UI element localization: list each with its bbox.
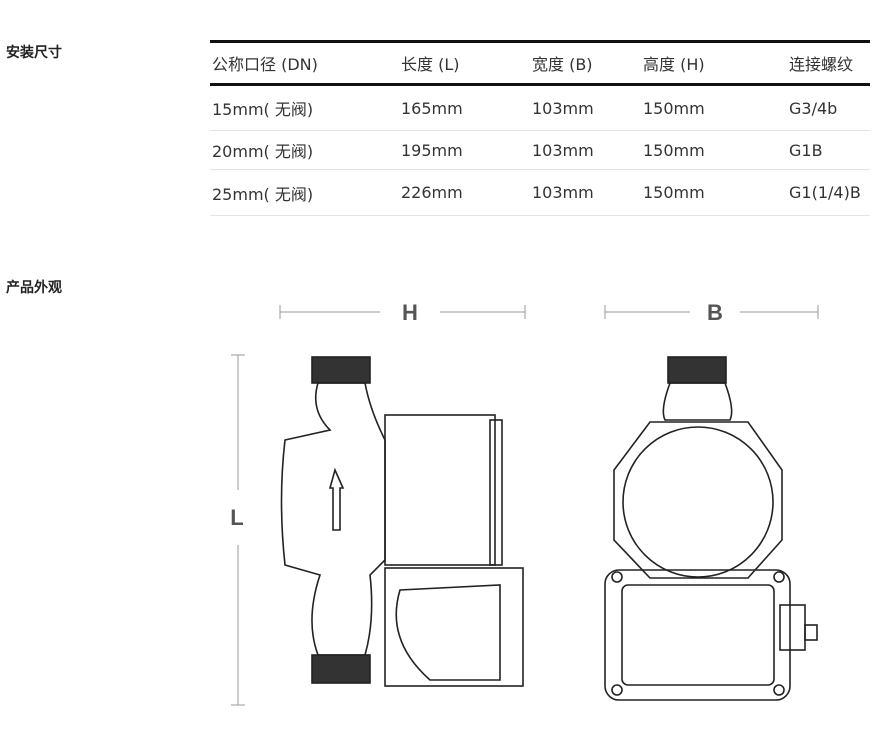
cell: 103mm: [530, 84, 641, 131]
cell: 150mm: [641, 84, 787, 131]
col-header: 长度 (L): [399, 40, 530, 86]
dim-label-l: L: [230, 505, 243, 530]
col-header: 连接螺纹: [787, 40, 870, 86]
col-header: 高度 (H): [641, 40, 787, 86]
cell: 226mm: [399, 169, 530, 216]
side-view-meter: [280, 356, 524, 687]
size-table: 公称口径 (DN) 长度 (L) 宽度 (B) 高度 (H) 连接螺纹 15mm…: [210, 40, 870, 216]
cell: 195mm: [399, 130, 530, 170]
cell: G1B: [787, 130, 870, 170]
dimension-lines: [231, 305, 819, 706]
dim-label-h: H: [402, 300, 418, 325]
cell: 20mm( 无阀): [210, 130, 399, 170]
front-view-meter: [604, 356, 818, 701]
cell: 15mm( 无阀): [210, 84, 399, 131]
cell: 150mm: [641, 169, 787, 216]
section-title-appearance: 产品外观: [6, 280, 62, 296]
section-title-install: 安装尺寸: [6, 45, 62, 61]
cell: 25mm( 无阀): [210, 169, 399, 216]
col-header: 宽度 (B): [530, 40, 641, 86]
cell: 165mm: [399, 84, 530, 131]
cell: G3/4b: [787, 84, 870, 131]
cell: 103mm: [530, 169, 641, 216]
col-header: 公称口径 (DN): [210, 40, 399, 86]
cell: 103mm: [530, 130, 641, 170]
cell: G1(1/4)B: [787, 169, 870, 216]
table-header-row: 公称口径 (DN) 长度 (L) 宽度 (B) 高度 (H) 连接螺纹: [210, 40, 870, 86]
cell: 150mm: [641, 130, 787, 170]
dim-label-b: B: [707, 300, 723, 325]
